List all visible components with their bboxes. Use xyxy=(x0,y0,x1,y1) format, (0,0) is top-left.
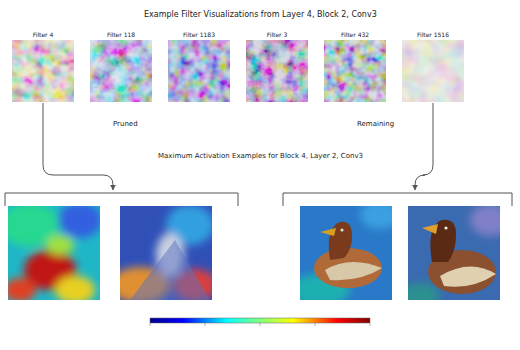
heatmap-image xyxy=(300,206,392,300)
filter-label: Filter 432 xyxy=(314,31,396,38)
filter-tile: Filter 4 xyxy=(12,40,74,102)
diagram-title: Example Filter Visualizations from Layer… xyxy=(144,10,377,19)
filter-label: Filter 1183 xyxy=(158,31,240,38)
filter-tile: Filter 118 xyxy=(90,40,152,102)
filter-tile: Filter 432 xyxy=(324,40,386,102)
leader-lines xyxy=(5,103,512,206)
filter-tile: Filter 1183 xyxy=(168,40,230,102)
heatmap-image xyxy=(408,206,500,300)
heatmap-image xyxy=(8,206,100,300)
filter-tile: Filter 1516 xyxy=(402,40,464,102)
filter-tile: Filter 3 xyxy=(246,40,308,102)
annotation-label: Maximum Activation Examples for Block 4,… xyxy=(157,152,364,160)
filter-label: Filter 1516 xyxy=(392,31,474,38)
annotation-label: Pruned xyxy=(112,120,139,128)
filter-label: Filter 118 xyxy=(80,31,162,38)
heatmap-image xyxy=(120,206,212,300)
filter-images xyxy=(12,40,464,102)
colorbar xyxy=(150,318,370,326)
annotation-label: Remaining xyxy=(356,120,395,128)
filter-label: Filter 4 xyxy=(2,31,84,38)
filter-label: Filter 3 xyxy=(236,31,318,38)
